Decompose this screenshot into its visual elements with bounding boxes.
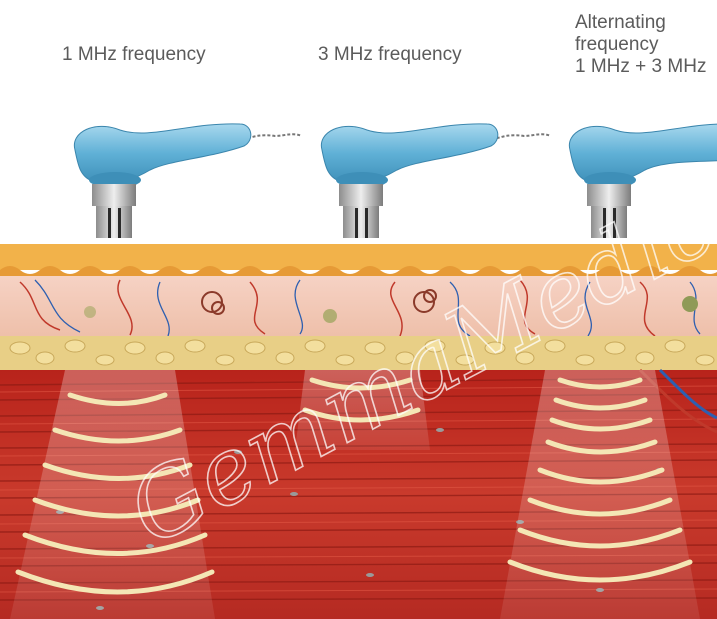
label-alternating-line3: 1 MHz + 3 MHz — [575, 56, 706, 78]
label-1mhz-frequency: 1 MHz frequency — [62, 44, 206, 66]
label-alternating-frequency: Alternating frequency 1 MHz + 3 MHz — [575, 12, 706, 78]
probe-1mhz-icon — [74, 124, 302, 238]
label-alternating-line1: Alternating — [575, 12, 706, 34]
label-3mhz-frequency: 3 MHz frequency — [318, 44, 462, 66]
label-alternating-line2: frequency — [575, 34, 706, 56]
probe-3mhz-icon — [321, 124, 551, 238]
